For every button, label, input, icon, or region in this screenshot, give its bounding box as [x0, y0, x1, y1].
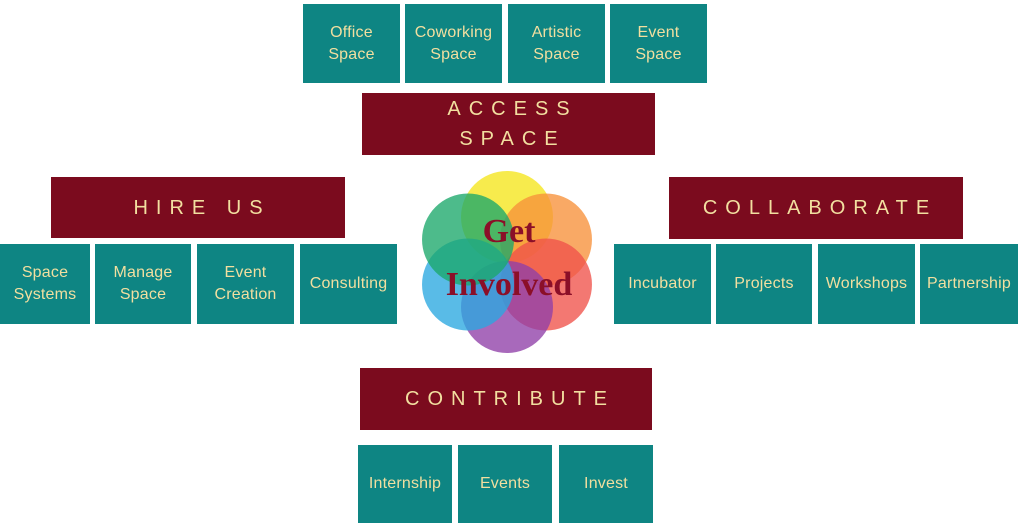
header-contribute[interactable]: CONTRIBUTE: [360, 368, 652, 430]
tile-events[interactable]: Events: [458, 445, 552, 523]
tile-event-space[interactable]: Event Space: [610, 4, 707, 83]
tile-office-space[interactable]: Office Space: [303, 4, 400, 83]
flower-petals: [422, 171, 592, 353]
header-collaborate[interactable]: COLLABORATE: [669, 177, 963, 239]
center-text-line2: Involved: [446, 266, 573, 303]
tile-workshops[interactable]: Workshops: [818, 244, 915, 324]
tile-consulting[interactable]: Consulting: [300, 244, 397, 324]
tile-space-systems[interactable]: Space Systems: [0, 244, 90, 324]
tile-invest[interactable]: Invest: [559, 445, 653, 523]
header-access-space[interactable]: ACCESS SPACE: [362, 93, 655, 155]
tile-projects[interactable]: Projects: [716, 244, 812, 324]
petal-green: [422, 193, 515, 286]
tile-event-creation[interactable]: Event Creation: [197, 244, 294, 324]
tile-coworking-space[interactable]: Coworking Space: [405, 4, 502, 83]
tile-internship[interactable]: Internship: [358, 445, 452, 523]
tile-manage-space[interactable]: Manage Space: [95, 244, 191, 324]
tile-incubator[interactable]: Incubator: [614, 244, 711, 324]
tile-artistic-space[interactable]: Artistic Space: [508, 4, 605, 83]
tile-partnership[interactable]: Partnership: [920, 244, 1018, 324]
center-text-line1: Get: [483, 213, 537, 250]
header-hire-us[interactable]: HIRE US: [51, 177, 345, 238]
